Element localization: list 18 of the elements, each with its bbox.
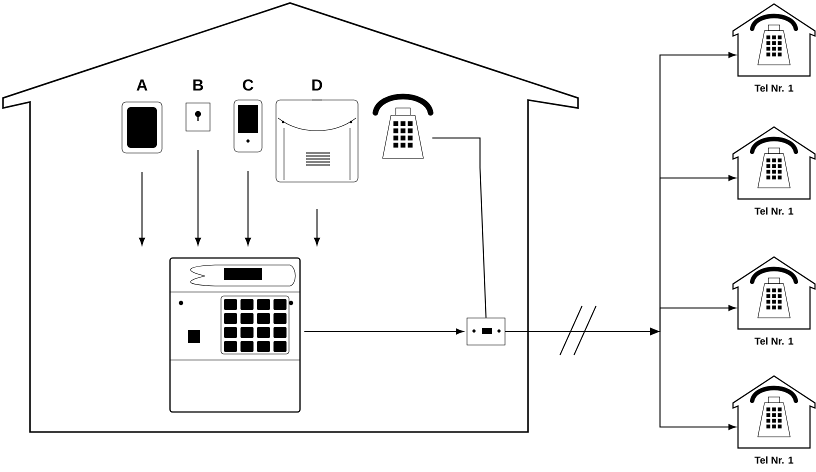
device-letter: C — [242, 79, 254, 91]
phone-label: Tel Nr. 1 — [754, 456, 794, 464]
device-letter: D — [312, 80, 322, 90]
telephone-drawing — [372, 94, 434, 159]
alarm-panel-drawing — [169, 257, 301, 413]
arrow — [304, 328, 464, 334]
phone-label: Tel Nr. 1 — [754, 337, 794, 345]
wall-socket-drawing — [466, 318, 506, 346]
device-letter: A — [136, 80, 148, 90]
arrow — [139, 172, 145, 246]
phone-label: Tel Nr. 1 — [754, 84, 794, 92]
device-letter: B — [193, 80, 204, 90]
arrow — [314, 208, 320, 246]
arrow — [195, 150, 201, 246]
house-outline — [2, 2, 579, 433]
phone-label: Tel Nr. 1 — [754, 207, 794, 215]
arrow — [505, 330, 736, 430]
arrow — [245, 170, 251, 246]
